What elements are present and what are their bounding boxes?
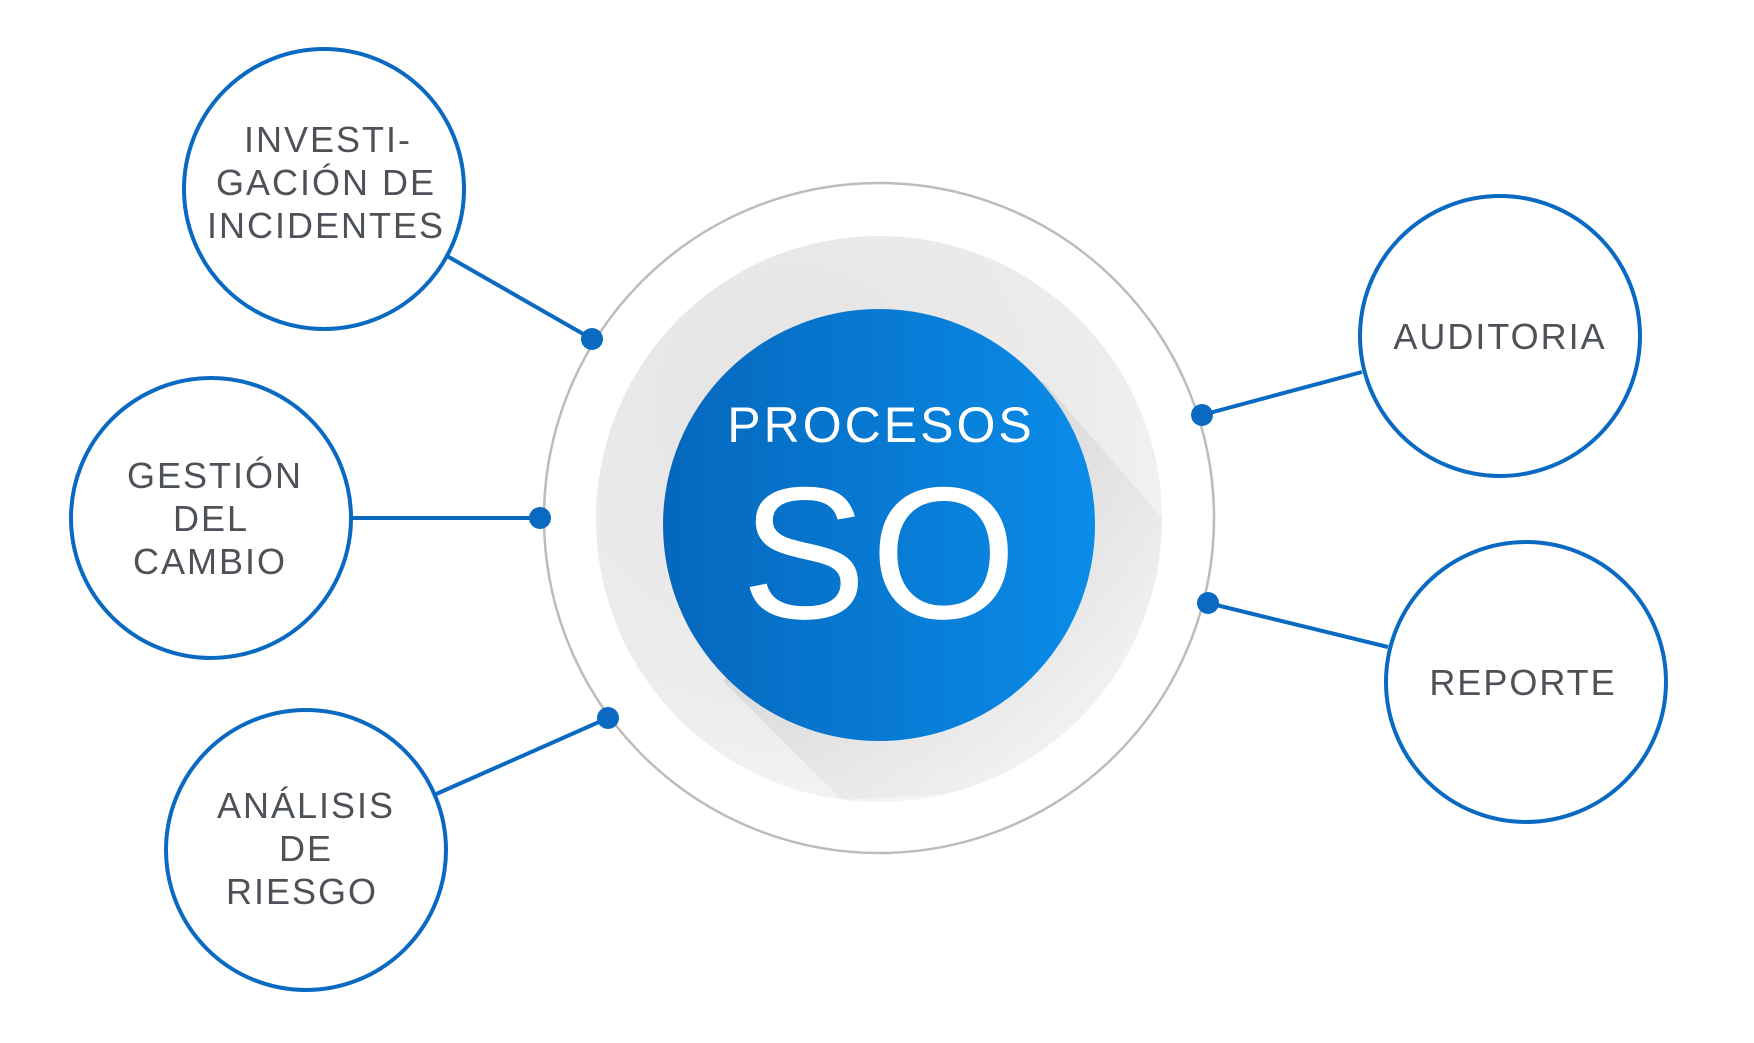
center-circle: [663, 309, 1095, 741]
center-title: PROCESOS: [727, 397, 1034, 453]
connector-dot-reporte: [1197, 592, 1219, 614]
node-auditoria: AUDITORIA: [1358, 194, 1642, 478]
connector-dot-investigacion: [581, 328, 603, 350]
node-circle: [1358, 194, 1642, 478]
node-label-line: DEL: [173, 498, 249, 539]
node-analisis: ANÁLISIS DE RIESGO: [164, 708, 448, 992]
node-label-line: INCIDENTES: [207, 205, 445, 246]
node-label-line: INVESTI-: [244, 119, 412, 160]
node-label-line: CAMBIO: [133, 541, 287, 582]
node-circle: [1384, 540, 1668, 824]
center-hub: PROCESOS SO: [542, 181, 1216, 855]
connector-dot-analisis: [597, 707, 619, 729]
node-circle: [182, 47, 466, 331]
node-label-line: AUDITORIA: [1393, 316, 1606, 357]
node-circle: [164, 708, 448, 992]
connector-investigacion: [446, 254, 593, 341]
node-label-line: GACIÓN DE: [216, 162, 436, 203]
node-label-line: REPORTE: [1429, 662, 1616, 703]
node-gestion: GESTIÓN DEL CAMBIO: [69, 376, 353, 660]
connector-dot-auditoria: [1191, 404, 1213, 426]
node-label-line: RIESGO: [226, 871, 378, 912]
node-label-line: ANÁLISIS: [217, 785, 395, 826]
node-reporte: REPORTE: [1384, 540, 1668, 824]
center-big-label: SO: [741, 448, 1021, 658]
node-circle: [69, 376, 353, 660]
node-label-line: GESTIÓN: [127, 455, 303, 496]
connector-analisis: [433, 716, 609, 797]
connector-dot-gestion: [529, 507, 551, 529]
node-investigacion: INVESTI- GACIÓN DE INCIDENTES: [182, 47, 466, 331]
node-label-line: DE: [279, 828, 333, 869]
connector-reporte: [1207, 601, 1389, 649]
connector-auditoria: [1201, 370, 1363, 417]
